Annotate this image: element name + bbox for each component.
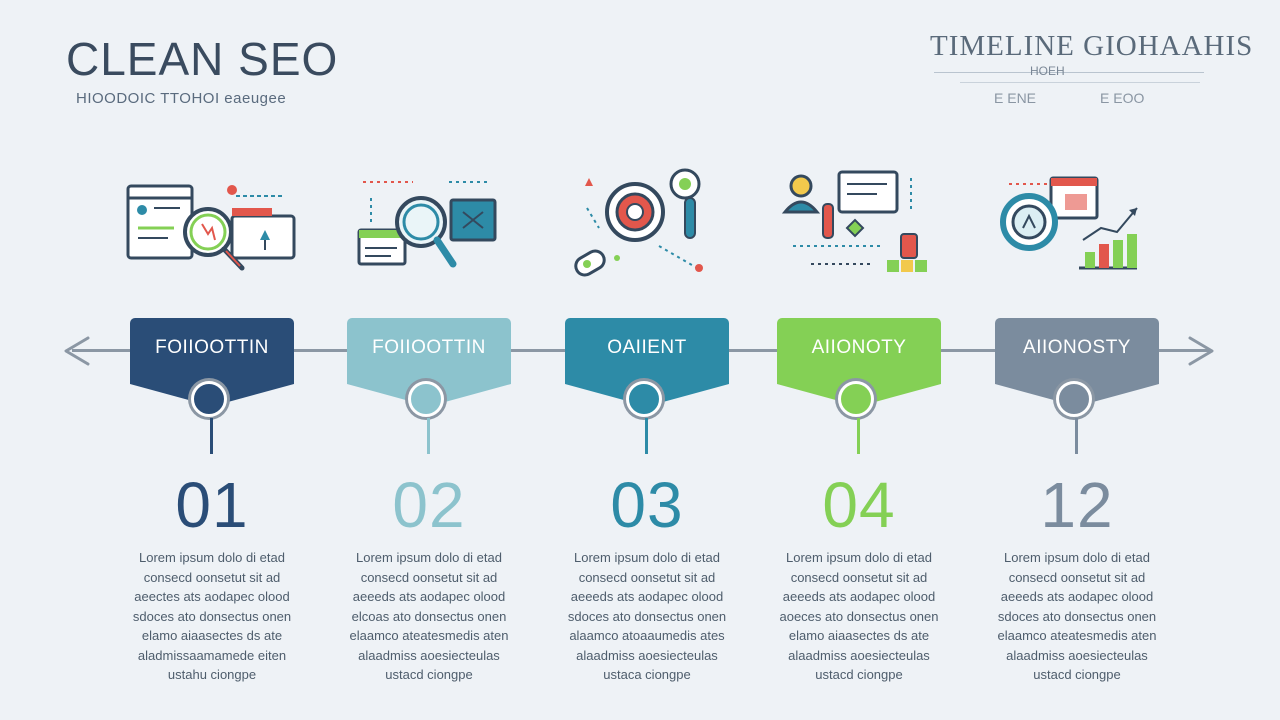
- corner-title: TIMELINE GIOHAAHIS: [930, 30, 1254, 62]
- step-label: FOIIOOTTIN: [347, 318, 511, 378]
- timeline-node: [838, 381, 874, 417]
- step-label: AIIONOSTY: [995, 318, 1159, 378]
- analytics-growth-icon: [1000, 176, 1138, 270]
- corner-note-left: E ENE: [994, 90, 1037, 106]
- step-label: FOIIOOTTIN: [130, 318, 294, 378]
- timeline-node: [191, 381, 227, 417]
- website-magnifier-icon: [126, 184, 296, 271]
- target-keyword-icon: [574, 168, 703, 277]
- step-number: 01: [175, 469, 249, 541]
- arrow-right-icon: [1188, 336, 1214, 366]
- search-analysis-icon: [357, 181, 497, 268]
- node-stem: [857, 418, 860, 454]
- step-number: 02: [392, 469, 466, 541]
- step-number: 04: [822, 469, 896, 541]
- timeline-node: [1056, 381, 1092, 417]
- step-number: 03: [610, 469, 684, 541]
- step-label: OAIIENT: [565, 318, 729, 378]
- page-subtitle: HIOODOIC TTOHOI eaeugee: [76, 90, 287, 107]
- user-flow-icon: [781, 170, 927, 272]
- corner-note-right: E EOO: [1100, 90, 1145, 106]
- step-label: AIIONOTY: [777, 318, 941, 378]
- timeline-node: [626, 381, 662, 417]
- corner-subtitle: HOEH: [1030, 64, 1065, 78]
- timeline-node: [408, 381, 444, 417]
- node-stem: [427, 418, 430, 454]
- step-number: 12: [1040, 469, 1114, 541]
- arrow-left-icon: [64, 336, 90, 366]
- node-stem: [210, 418, 213, 454]
- corner-divider-2: [960, 82, 1200, 83]
- corner-divider: [934, 72, 1204, 73]
- node-stem: [1075, 418, 1078, 454]
- node-stem: [645, 418, 648, 454]
- page-title: CLEAN SEO: [66, 33, 339, 85]
